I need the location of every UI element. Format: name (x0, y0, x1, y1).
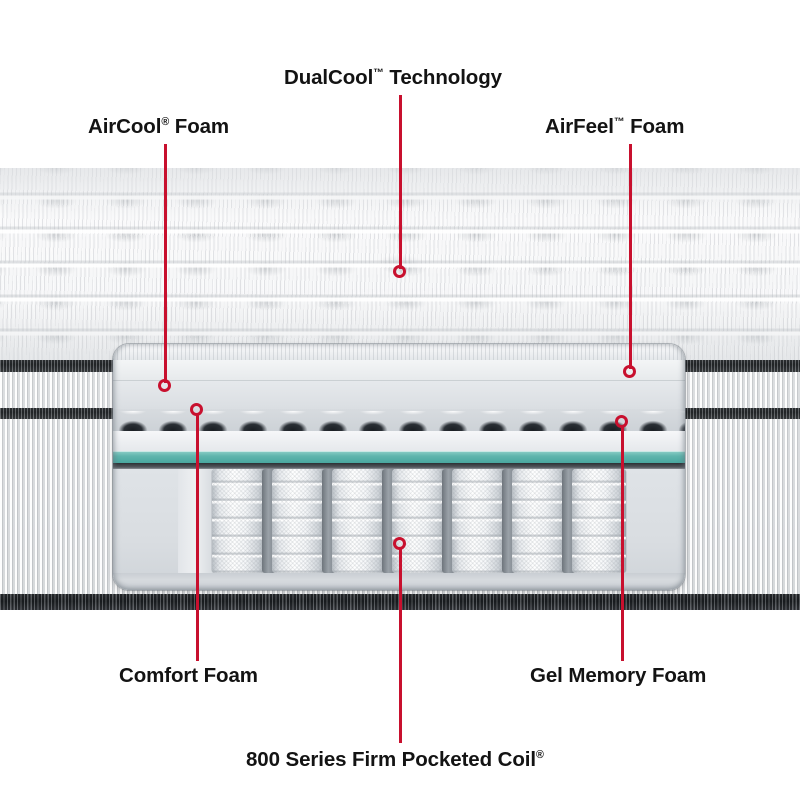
layer-convoluted-foam (113, 409, 685, 431)
callout-label-dualcool: DualCool™ Technology (284, 66, 502, 89)
coil-row (212, 469, 626, 573)
pocketed-coil (512, 469, 566, 573)
pocketed-coil (452, 469, 506, 573)
layer-gel-memory-foam (113, 451, 685, 463)
cutaway-window (113, 344, 685, 590)
leader-marker-aircool (158, 379, 171, 392)
pocketed-coil (272, 469, 326, 573)
callout-label-name-gel-memory-foam: Gel Memory Foam (530, 664, 707, 687)
callout-label-name-pocketed-coil: 800 Series Firm Pocketed Coil (246, 748, 536, 771)
leader-marker-dualcool (393, 265, 406, 278)
callout-label-gel-memory-foam: Gel Memory Foam (530, 664, 707, 687)
callout-label-mark-dualcool: ™ (373, 67, 384, 80)
callout-label-mark-aircool: ® (161, 116, 170, 129)
leader-marker-airfeel (623, 365, 636, 378)
callout-label-aircool: AirCool® Foam (88, 115, 230, 138)
callout-label-tail-dualcool: Technology (383, 66, 502, 89)
layer-gel-underside-shadow (113, 463, 685, 469)
callout-label-comfort-foam: Comfort Foam (119, 664, 258, 687)
leader-line-aircool (164, 144, 167, 383)
layer-pocketed-coil-unit (113, 469, 685, 590)
callout-label-name-dualcool: DualCool (284, 66, 374, 89)
pocketed-coil (332, 469, 386, 573)
leader-marker-pocketed-coil (393, 537, 406, 550)
callout-label-name-comfort-foam: Comfort Foam (119, 664, 258, 687)
layer-cover-fabric (113, 344, 685, 360)
callout-label-tail-airfeel: Foam (624, 115, 685, 138)
convolution-highlights (113, 411, 685, 417)
coil-edge-support-left (178, 469, 212, 573)
layer-comfort-foam (113, 431, 685, 451)
layer-aircool-foam (113, 381, 685, 409)
pocketed-coil (572, 469, 626, 573)
callout-label-name-airfeel: AirFeel (545, 115, 614, 138)
leader-line-dualcool (399, 95, 402, 269)
leader-line-pocketed-coil (399, 547, 402, 743)
layer-airfeel-foam (113, 360, 685, 381)
callout-label-airfeel: AirFeel™ Foam (545, 115, 685, 138)
callout-label-pocketed-coil: 800 Series Firm Pocketed Coil® (246, 748, 544, 771)
leader-marker-comfort-foam (190, 403, 203, 416)
pocketed-coil (212, 469, 266, 573)
callout-label-mark-airfeel: ™ (613, 116, 625, 129)
callout-label-mark-pocketed-coil: ® (535, 749, 544, 762)
convolution-scallops (113, 415, 685, 431)
callout-label-tail-aircool: Foam (169, 115, 230, 138)
leader-line-comfort-foam (196, 413, 199, 661)
leader-line-gel-memory-foam (621, 425, 624, 661)
leader-line-airfeel (629, 144, 632, 369)
leader-marker-gel-memory-foam (615, 415, 628, 428)
callout-label-name-aircool: AirCool (88, 115, 162, 138)
